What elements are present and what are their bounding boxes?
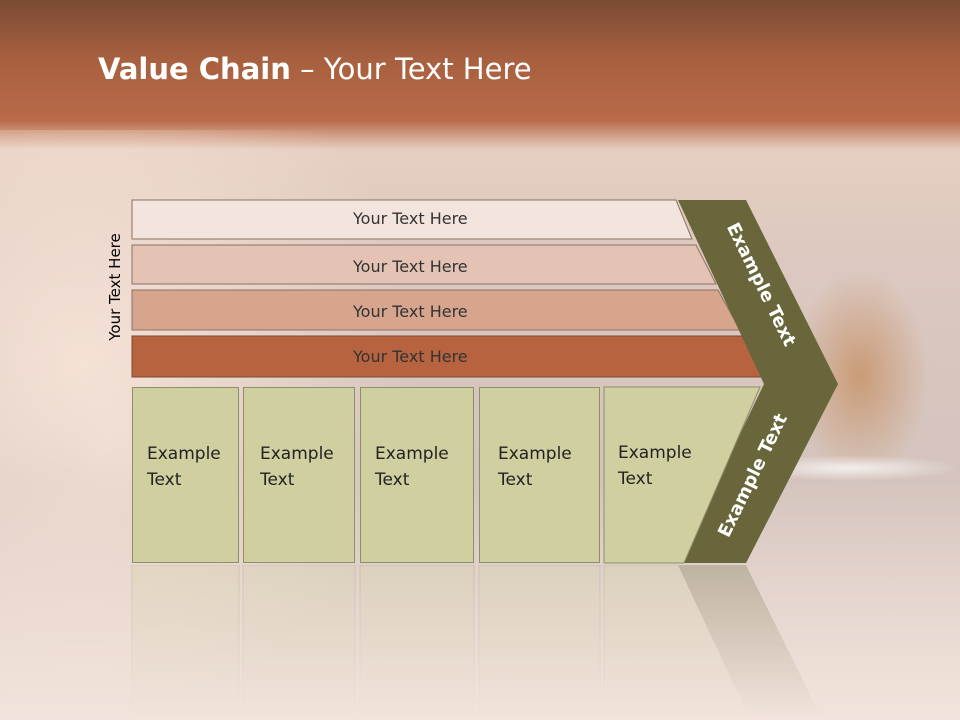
reflect-box-1: [131, 565, 240, 716]
reflect-box-3: [359, 565, 475, 716]
reflect-box-2: [242, 565, 356, 716]
bar-label-1[interactable]: Your Text Here: [353, 209, 468, 228]
bar-shape-2: [131, 244, 717, 285]
bar-label-2[interactable]: Your Text Here: [353, 257, 468, 276]
title-rest: – Your Text Here: [290, 52, 532, 86]
reflection-layer: [131, 565, 820, 716]
slide-title[interactable]: Value Chain – Your Text Here: [98, 52, 532, 86]
chevron-lower[interactable]: [678, 384, 838, 563]
reflect-box-5: [603, 565, 751, 716]
reflect-chevron: [678, 565, 820, 715]
reflection: [0, 565, 960, 720]
reflect-box-4: [478, 565, 601, 716]
bar-label-3[interactable]: Your Text Here: [353, 302, 468, 321]
bar-shape-1: [131, 199, 693, 240]
bar-label-4[interactable]: Your Text Here: [353, 347, 468, 366]
chevron-upper[interactable]: [678, 200, 838, 384]
box-5-shape: [603, 386, 761, 564]
title-bold: Value Chain: [98, 52, 291, 86]
